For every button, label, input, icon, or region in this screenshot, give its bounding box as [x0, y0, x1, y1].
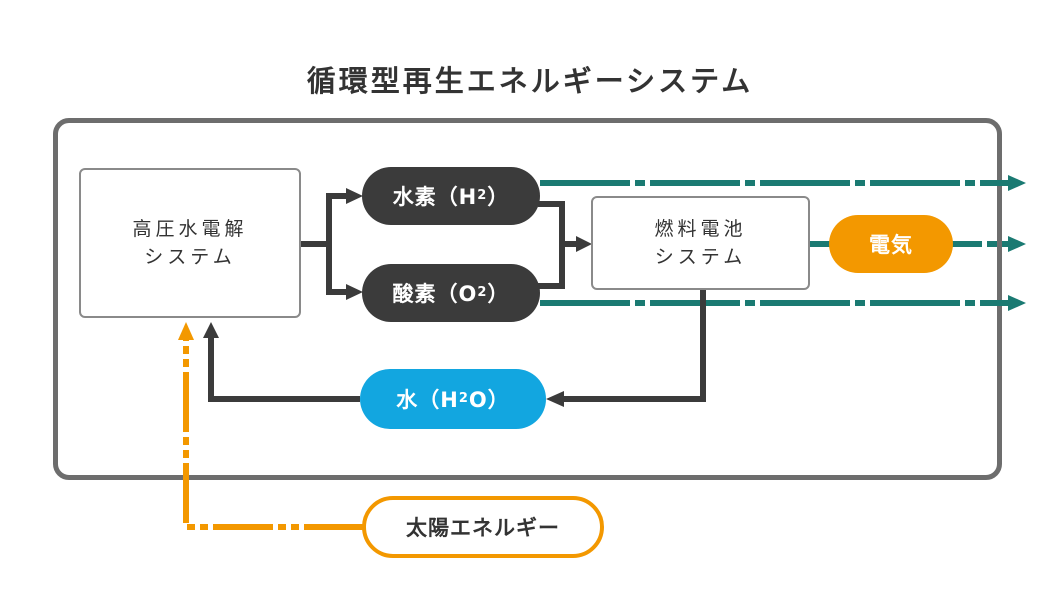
- to-fuel-cell-arrowhead: [576, 236, 592, 252]
- hydrogen-label-suffix: ）: [487, 185, 510, 209]
- to-oxygen-arrowhead: [346, 284, 363, 300]
- hydrogen-label-prefix: 水素（H: [392, 185, 478, 209]
- water-label-suffix: O）: [468, 388, 510, 412]
- electricity-output-arrowhead: [1008, 236, 1026, 252]
- solar-energy-node: 太陽エネルギー: [362, 496, 604, 558]
- fuel-cell-label-line2: システム: [654, 246, 747, 268]
- electricity-node: 電気: [829, 215, 953, 273]
- electrolysis-label-line2: システム: [144, 246, 236, 268]
- oxygen-output-arrowhead: [1008, 295, 1026, 311]
- solar-input-line: [183, 338, 364, 530]
- hydrogen-output-arrowhead: [1008, 175, 1026, 191]
- solar-input-arrowhead: [178, 322, 194, 340]
- water-label-prefix: 水（H: [396, 388, 459, 412]
- to-water-arrowhead: [546, 391, 564, 407]
- fuel-cell-to-water-connector: [562, 290, 706, 402]
- to-electrolysis-arrowhead: [203, 322, 219, 338]
- water-to-electrolysis-connector: [208, 336, 360, 402]
- solar-energy-label: 太陽エネルギー: [406, 516, 560, 540]
- electrolysis-label-line1: 高圧水電解: [132, 218, 248, 240]
- hydrogen-merge-connector: [538, 201, 565, 289]
- fuel-cell-system-box: 燃料電池 システム: [591, 196, 810, 290]
- fuel-cell-label-line1: 燃料電池: [654, 218, 747, 240]
- to-hydrogen-arrowhead: [346, 188, 363, 204]
- oxygen-label-prefix: 酸素（O: [392, 282, 478, 306]
- diagram-title: 循環型再生エネルギーシステム: [306, 64, 754, 98]
- electrolysis-system-box: 高圧水電解 システム: [79, 168, 301, 318]
- system-boundary: [53, 118, 1002, 480]
- electricity-label: 電気: [869, 233, 913, 257]
- oxygen-label-suffix: ）: [487, 282, 510, 306]
